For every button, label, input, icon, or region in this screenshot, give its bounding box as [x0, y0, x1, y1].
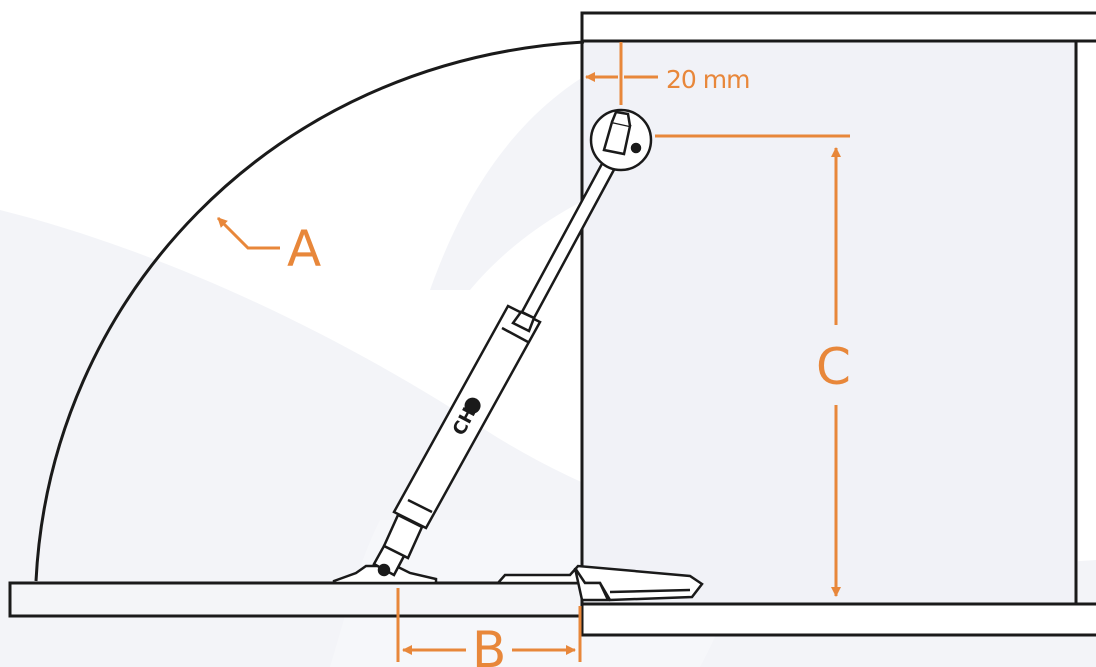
- hinge: [495, 564, 704, 602]
- label-a: A: [287, 220, 321, 278]
- dimension-c: C: [655, 134, 851, 597]
- lid-swing-arc: [34, 40, 585, 582]
- dimension-offset: 20 mm: [585, 42, 750, 105]
- dimension-a: A: [216, 216, 321, 278]
- lid-panel: [8, 581, 584, 618]
- gas-strut: [372, 108, 653, 577]
- label-c: C: [816, 338, 851, 396]
- label-b: B: [472, 621, 506, 667]
- label-offset: 20 mm: [666, 65, 749, 94]
- cabinet-bottom-board: [580, 602, 1096, 637]
- cabinet-top-board: [580, 11, 1096, 43]
- cabinet-inner-panel: [582, 42, 1078, 602]
- cabinet: [580, 11, 1096, 637]
- strut-logo-icon: [464, 397, 481, 414]
- dimension-b: B: [396, 588, 582, 667]
